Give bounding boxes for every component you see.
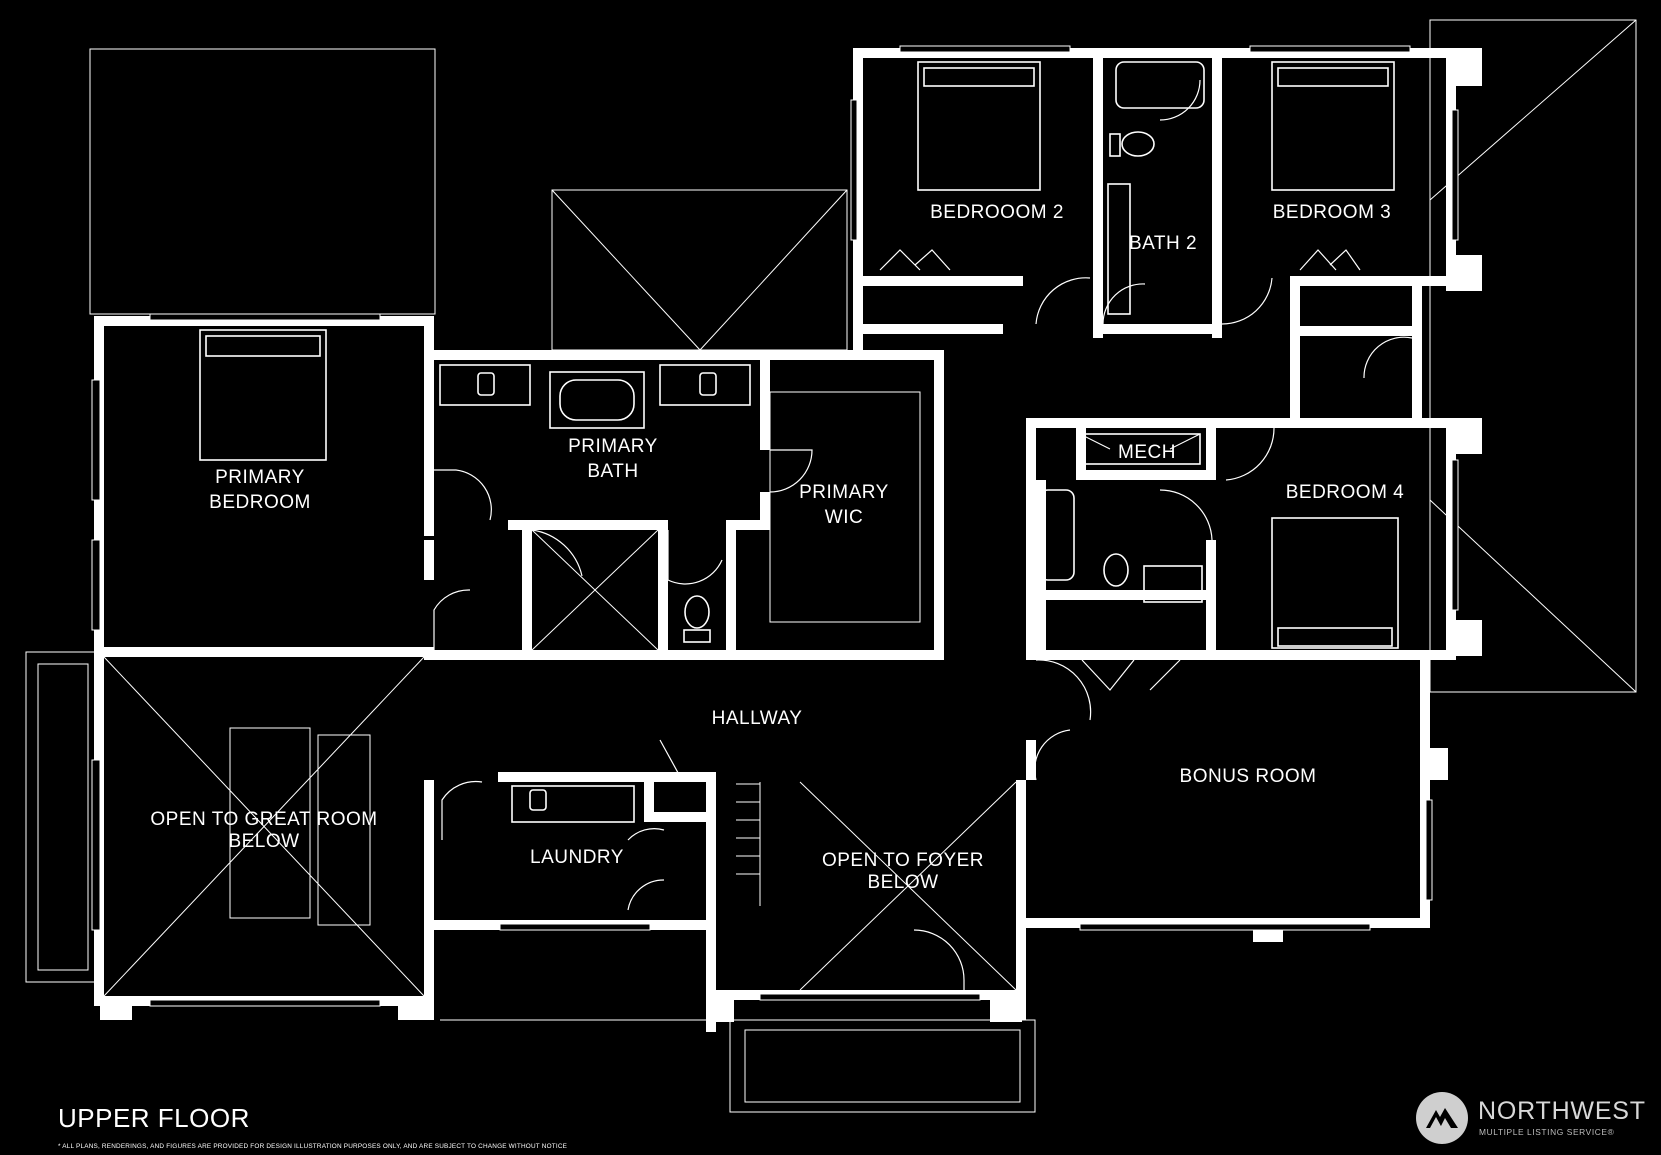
nwmls-logo: NORTHWEST MULTIPLE LISTING SERVICE® xyxy=(1410,1088,1650,1148)
label-open-foyer-1: OPEN TO FOYER xyxy=(822,850,984,871)
mountain-mls-icon xyxy=(1416,1092,1468,1144)
label-primary-wic-2: WIC xyxy=(825,507,863,528)
logo-subtitle: MULTIPLE LISTING SERVICE® xyxy=(1479,1127,1615,1137)
fixtures xyxy=(103,61,1399,997)
logo-name: NORTHWEST xyxy=(1478,1097,1646,1125)
floor-title: UPPER FLOOR xyxy=(58,1103,250,1133)
windows xyxy=(91,45,1459,1007)
label-open-great-room-1: OPEN TO GREAT ROOM xyxy=(150,809,377,830)
label-bedroom4: BEDROOM 4 xyxy=(1286,482,1405,503)
label-bedroom2: BEDROOOM 2 xyxy=(930,202,1064,223)
label-primary-bedroom-1: PRIMARY xyxy=(215,467,305,488)
label-open-foyer-2: BELOW xyxy=(867,872,938,893)
label-primary-bedroom-2: BEDROOM xyxy=(209,492,311,513)
label-primary-bath-2: BATH xyxy=(587,461,638,482)
label-open-great-room-2: BELOW xyxy=(228,831,299,852)
label-primary-bath-1: PRIMARY xyxy=(568,436,658,457)
room-labels: BEDROOOM 2 BATH 2 BEDROOM 3 PRIMARY BEDR… xyxy=(150,202,1405,893)
label-laundry: LAUNDRY xyxy=(530,847,624,868)
walls xyxy=(94,48,1482,1032)
label-bedroom3: BEDROOM 3 xyxy=(1273,202,1392,223)
label-bonus-room: BONUS ROOM xyxy=(1180,766,1317,787)
label-hallway: HALLWAY xyxy=(712,708,803,729)
label-mech: MECH xyxy=(1118,442,1176,463)
disclaimer-text: * ALL PLANS, RENDERINGS, AND FIGURES ARE… xyxy=(58,1143,568,1150)
label-primary-wic-1: PRIMARY xyxy=(799,482,889,503)
label-bath2: BATH 2 xyxy=(1129,233,1197,254)
